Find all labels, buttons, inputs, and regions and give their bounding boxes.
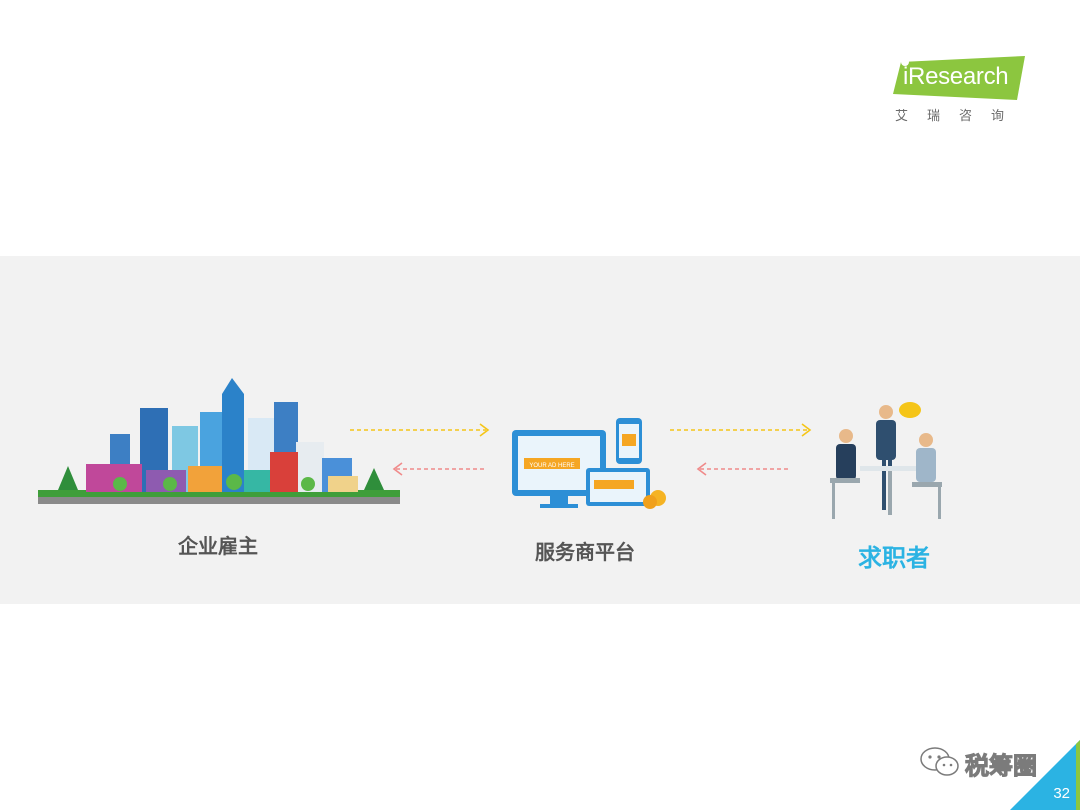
city-buildings-icon — [38, 378, 400, 504]
arrow-platform-to-employer — [392, 462, 484, 476]
arrow-platform-to-seeker — [670, 423, 812, 437]
node-label-platform: 服务商平台 — [535, 540, 635, 564]
watermark: 税筹圈 — [918, 744, 1048, 781]
page-number: 32 — [1053, 785, 1070, 802]
arrow-employer-to-platform — [350, 423, 490, 437]
logo-subtitle: 艾瑞咨询 — [895, 109, 1024, 124]
watermark-text: 税筹圈 — [965, 752, 1038, 781]
node-label-seeker: 求职者 — [858, 544, 930, 572]
wechat-icon — [920, 747, 959, 776]
ad-text-monitor: YOUR AD HERE — [529, 463, 574, 469]
arrow-seeker-to-platform — [696, 462, 788, 476]
monitor-ads-icon: YOUR AD HERE — [512, 418, 666, 509]
logo-badge-shape — [893, 56, 1025, 100]
iresearch-logo: iResearch 艾瑞咨询 — [893, 56, 1033, 126]
page-corner-triangle — [1010, 740, 1080, 810]
node-label-employer: 企业雇主 — [178, 534, 258, 558]
interview-people-icon — [830, 402, 942, 519]
logo-text: iResearch — [903, 63, 1009, 90]
